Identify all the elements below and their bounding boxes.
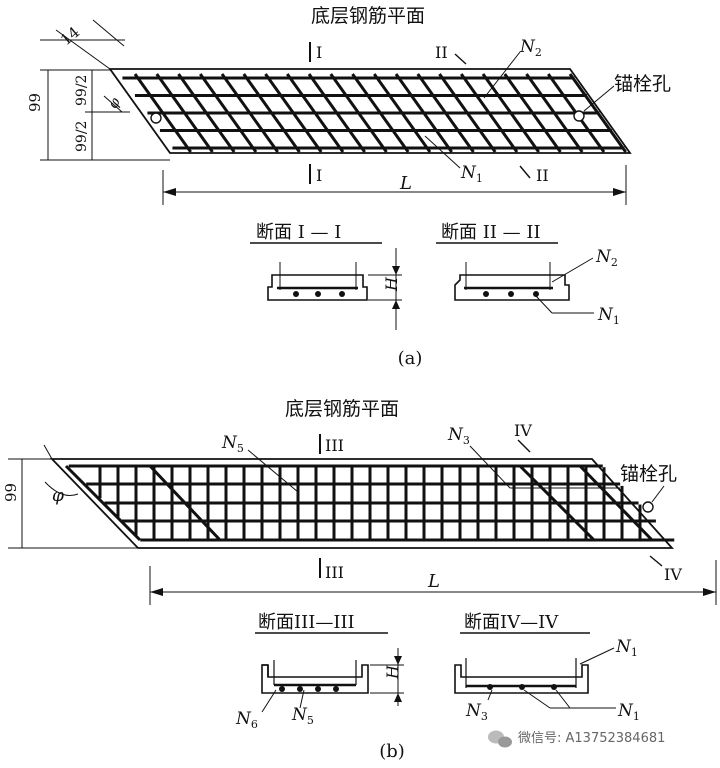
rebar-transverse (503, 73, 562, 153)
fig-b-section-marks (319, 434, 663, 578)
fig-a-anchor-label: 锚栓孔 (614, 73, 671, 95)
fig-a-dim-L (162, 165, 627, 205)
fig-b-sec-N5: N5 (291, 705, 314, 727)
fig-a-dimensions-left (40, 19, 170, 161)
fig-a-sec-N2: N2 (595, 247, 618, 269)
fig-a-section2-title: 断面 II — II (441, 222, 541, 243)
wechat-icon (488, 730, 512, 748)
watermark-text: 微信号: A13752384681 (518, 731, 665, 746)
fig-a-dim-99-2-top: 99/2 (74, 75, 90, 106)
rebar-transverse (177, 73, 236, 153)
rebar-transverse (133, 73, 192, 153)
fig-b-rebar-grid (68, 464, 675, 542)
fig-a-leader-anchor (583, 85, 615, 112)
fig-a-title: 底层钢筋平面 (311, 5, 425, 27)
fig-a-caption: (a) (398, 348, 423, 369)
fig-a-dim-99: 99 (26, 93, 44, 112)
rebar-transverse (242, 73, 301, 153)
fig-a-anchor-hole-left (150, 112, 162, 124)
fig-b-label-N5: N5 (221, 433, 244, 455)
fig-a-section-I (267, 248, 402, 330)
rebar-transverse (438, 73, 497, 153)
rebar-transverse (329, 73, 388, 153)
fig-b-leader-anchor (651, 485, 665, 503)
fig-a-section-II (454, 257, 594, 314)
fig-a-section1-title: 断面 I — I (256, 222, 341, 243)
fig-b-dim-99 (8, 444, 138, 549)
fig-a-height-label: H (382, 276, 401, 292)
fig-a-dim-phi: φ (105, 95, 124, 112)
fig-b-sec-III-bot: III (325, 563, 344, 582)
fig-a-sec-N1: N1 (597, 305, 620, 327)
rebar-transverse (460, 73, 519, 153)
fig-b-anchor-label: 锚栓孔 (620, 463, 677, 485)
rebar-transverse (416, 73, 475, 153)
rebar-transverse (525, 73, 584, 153)
fig-b-sec-IV-top: IV (514, 421, 532, 440)
fig-b-title: 底层钢筋平面 (285, 398, 399, 420)
fig-b-leader-N3 (469, 445, 511, 489)
fig-a-anchor-hole-right (573, 110, 585, 122)
fig-b-slab-outline (49, 458, 675, 549)
rebar-transverse (373, 73, 432, 153)
fig-a-leader-N2 (483, 51, 521, 99)
rebar-transverse (220, 73, 279, 153)
fig-b-sec-IV-bot: IV (664, 565, 682, 584)
fig-a-dim-99-2-bot: 99/2 (74, 121, 90, 152)
rebar-transverse (394, 73, 453, 153)
fig-b-dim-L (149, 560, 717, 605)
fig-b-length-label: L (427, 571, 440, 592)
fig-b-section3-title: 断面III—III (258, 612, 355, 633)
fig-a-section-marks (309, 42, 531, 184)
fig-b-label-N3: N3 (447, 425, 470, 447)
rebar-transverse (568, 73, 627, 153)
fig-a-sec-II-top: II (435, 43, 448, 62)
fig-b-sec-N1-bot: N1 (617, 701, 640, 723)
fig-b-section-III (261, 648, 404, 713)
rebar-transverse (307, 73, 366, 153)
fig-a-label-N2: N2 (519, 37, 542, 59)
fig-b-dim-99-label: 99 (2, 483, 20, 502)
fig-b-anchor-hole (642, 501, 654, 513)
rebar-transverse (199, 73, 258, 153)
fig-a-sec-I-top: I (316, 43, 322, 62)
fig-a-dim-14: 14 (57, 23, 83, 49)
rebar-transverse (264, 73, 323, 153)
rebar-transverse (351, 73, 410, 153)
fig-b-caption: (b) (379, 741, 405, 762)
figure-a: 底层钢筋平面 99 99/2 99/2 14 φ (26, 5, 671, 369)
fig-a-sec-I-bot: I (316, 166, 322, 185)
fig-b-section4-title: 断面IV—IV (464, 612, 559, 633)
fig-b-angle-phi: φ (52, 486, 64, 506)
fig-a-slab-outline (108, 68, 632, 154)
fig-a-label-N1: N1 (460, 163, 483, 185)
figure-b: 底层钢筋平面 99 φ III IV III (2, 398, 717, 762)
fig-b-height-label: H (383, 664, 402, 680)
fig-b-skew-bars (64, 464, 654, 542)
fig-a-sec-II-bot: II (536, 166, 549, 185)
rebar-transverse (155, 73, 214, 153)
fig-a-length-label: L (399, 173, 412, 194)
fig-a-rebar-grid (122, 73, 627, 153)
fig-a-leader-N1 (424, 135, 461, 169)
fig-b-sec-N1-top: N1 (615, 637, 638, 659)
fig-b-leader-N5 (247, 449, 299, 493)
fig-b-section-IV (454, 647, 616, 709)
fig-b-sec-N3: N3 (465, 701, 488, 723)
watermark: 微信号: A13752384681 (488, 730, 665, 748)
rebar-transverse (286, 73, 345, 153)
fig-b-sec-N6: N6 (235, 709, 258, 731)
fig-b-sec-III-top: III (325, 436, 344, 455)
